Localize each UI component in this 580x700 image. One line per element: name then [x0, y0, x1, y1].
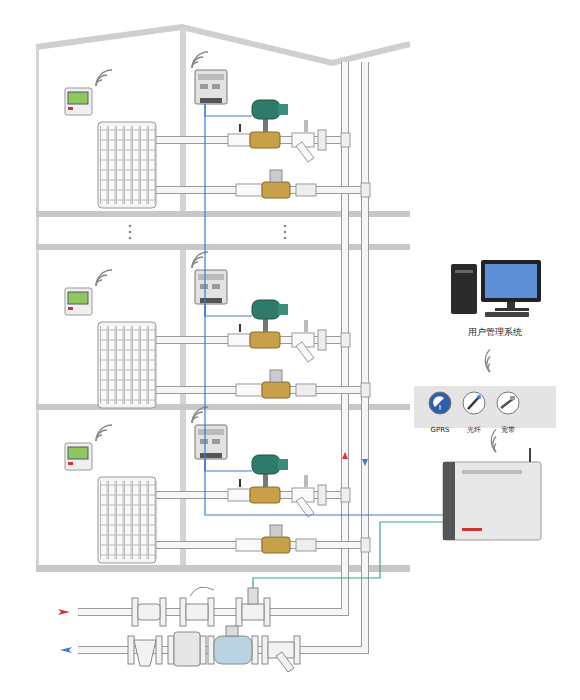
- computer-icon: [445, 256, 545, 318]
- fiber-node: 光纤: [458, 391, 490, 436]
- fiber-icon: [462, 391, 486, 415]
- node-label: 光纤: [467, 425, 481, 435]
- node-label: GPRS: [431, 426, 450, 434]
- node-label: 用户管理系统: [468, 326, 522, 339]
- gprs-icon: [428, 391, 452, 415]
- node-label: 宽带: [501, 425, 515, 435]
- gprs-node: GPRS: [424, 391, 456, 436]
- computer-node: 用户管理系统: [440, 256, 550, 339]
- broadband-icon: [496, 391, 520, 415]
- broadband-node: 宽带: [492, 391, 524, 436]
